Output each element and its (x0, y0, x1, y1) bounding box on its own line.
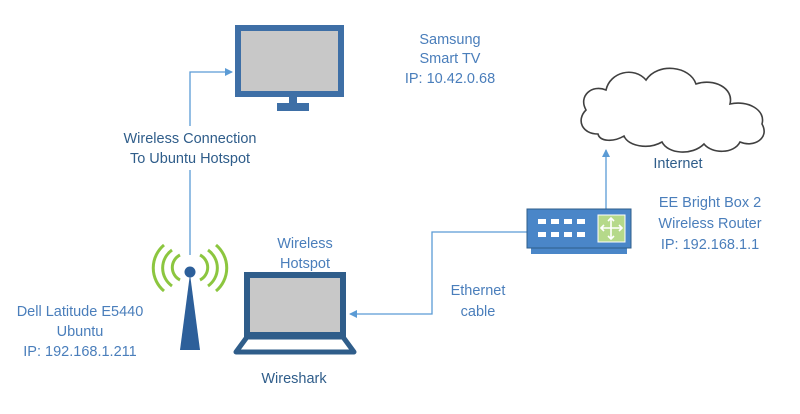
internet-cloud-icon (580, 67, 765, 153)
laptop-icon (233, 272, 357, 355)
wireless-connection-line (189, 68, 233, 255)
hotspot-label-line-2: Hotspot (280, 256, 330, 272)
wireshark-label: Wireshark (261, 371, 327, 387)
ethernet-label-line-1: Ethernet (451, 283, 506, 299)
router-label: EE Bright Box 2 Wireless Router IP: 192.… (658, 195, 761, 253)
ethernet-label: Ethernet cable (451, 283, 506, 320)
internet-label: Internet (653, 156, 702, 172)
router-arrows-icon (599, 216, 624, 241)
router-ports (538, 219, 585, 237)
tv-label: Samsung Smart TV IP: 10.42.0.68 (405, 32, 495, 87)
host-label-line-1: Dell Latitude E5440 (17, 304, 144, 320)
connections (189, 68, 610, 318)
router-label-line-3: IP: 192.168.1.1 (661, 237, 759, 253)
host-laptop-label: Dell Latitude E5440 Ubuntu IP: 192.168.1… (17, 304, 144, 360)
tv-label-line-2: Smart TV (420, 51, 481, 67)
host-label-line-2: Ubuntu (57, 324, 104, 340)
tv-label-line-3: IP: 10.42.0.68 (405, 71, 495, 87)
hotspot-label: Wireless Hotspot (277, 236, 333, 272)
hotspot-label-line-1: Wireless (277, 236, 333, 252)
host-label-line-3: IP: 192.168.1.211 (23, 344, 136, 360)
router-icon (526, 208, 632, 254)
wireless-connection-line-2: To Ubuntu Hotspot (130, 151, 250, 167)
tv-monitor-icon (235, 25, 344, 111)
wireless-connection-label: Wireless Connection To Ubuntu Hotspot (106, 126, 276, 170)
router-label-line-1: EE Bright Box 2 (659, 195, 761, 211)
router-label-line-2: Wireless Router (658, 216, 761, 232)
tv-label-line-1: Samsung (419, 32, 480, 48)
ethernet-cable-line (349, 231, 527, 318)
wireless-connection-line-1: Wireless Connection (124, 131, 257, 147)
ethernet-label-line-2: cable (461, 304, 496, 320)
wireless-antenna-icon (151, 243, 229, 350)
